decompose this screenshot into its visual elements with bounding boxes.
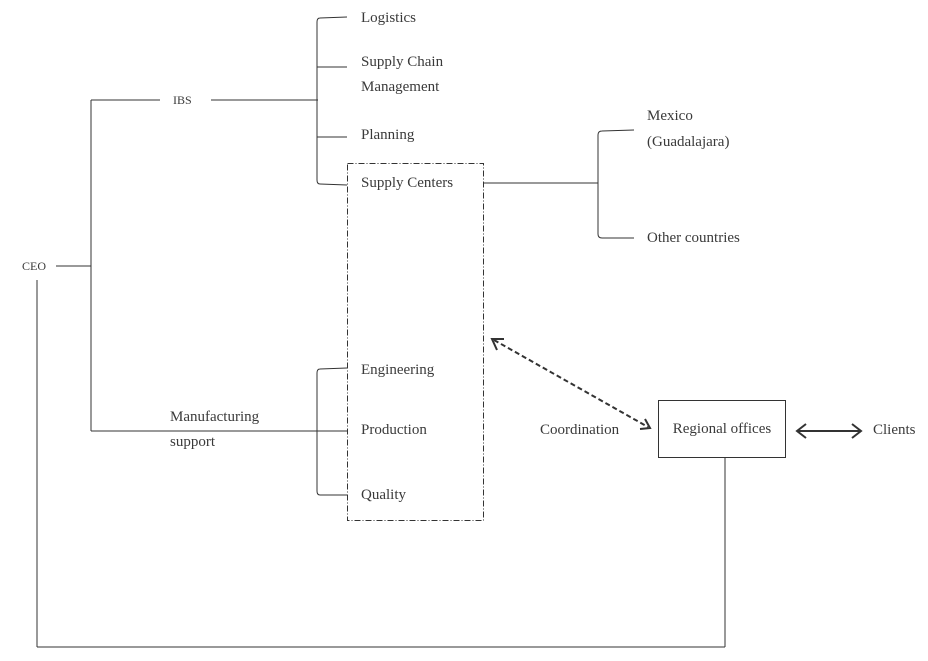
bracket-countries (597, 129, 635, 239)
arrowhead-left (795, 423, 807, 439)
node-mexico-line2: (Guadalajara) (647, 134, 730, 150)
node-manufacturing-line1: Manufacturing (170, 409, 260, 425)
coordination-arrow (490, 338, 652, 430)
bracket-manufacturing (316, 367, 348, 496)
node-engineering: Engineering (361, 362, 435, 378)
regional-offices-label: Regional offices (672, 420, 772, 437)
coordination-label: Coordination (540, 422, 620, 438)
clients-arrow (795, 423, 863, 439)
arrowhead-right (851, 423, 863, 439)
node-ibs: IBS (173, 93, 192, 107)
node-supply-centers: Supply Centers (361, 175, 454, 191)
node-scm-line1: Supply Chain (361, 54, 444, 70)
node-ceo: CEO (22, 259, 46, 273)
node-regional-offices: Regional offices (658, 400, 786, 458)
arrowhead-down-right (639, 418, 652, 430)
arrowhead-up-left (490, 338, 504, 351)
node-planning: Planning (361, 127, 415, 143)
operations-group-box (347, 163, 484, 521)
node-logistics: Logistics (361, 10, 416, 26)
node-production: Production (361, 422, 427, 438)
node-clients: Clients (873, 422, 916, 438)
node-other-countries: Other countries (647, 230, 740, 246)
node-quality: Quality (361, 487, 406, 503)
node-mexico-line1: Mexico (647, 108, 693, 124)
node-manufacturing-line2: support (170, 434, 215, 450)
bracket-ibs (316, 16, 348, 186)
node-scm-line2: Management (361, 79, 440, 95)
